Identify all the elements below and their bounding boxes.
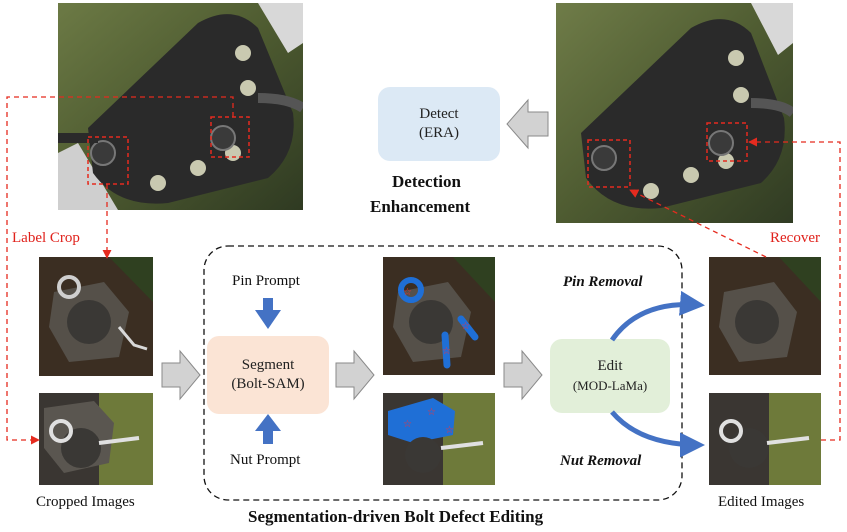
nut-prompt-arrow xyxy=(255,414,281,444)
crop-line-top xyxy=(6,96,234,445)
svg-text:☆: ☆ xyxy=(427,407,436,418)
cropped-image-pin xyxy=(39,257,153,376)
recover-line-bottom xyxy=(629,189,767,258)
gray-arrow-detect xyxy=(506,98,549,150)
svg-text:☆: ☆ xyxy=(403,419,412,430)
detection-title-line1: Detection xyxy=(392,172,461,191)
recover-line-top xyxy=(748,137,841,441)
edited-image-pin-removed xyxy=(709,257,821,375)
segment-box-line1: Segment xyxy=(241,357,295,373)
edited-image-nut-removed xyxy=(709,393,821,485)
svg-text:☆: ☆ xyxy=(442,346,451,357)
cropped-images-label: Cropped Images xyxy=(36,494,135,510)
pin-prompt-arrow xyxy=(255,298,281,329)
svg-text:☆: ☆ xyxy=(461,321,470,332)
detect-box: Detect (ERA) xyxy=(378,87,500,161)
recover-box-left xyxy=(587,139,631,188)
edit-box-line1: Edit xyxy=(597,358,623,374)
recover-label: Recover xyxy=(770,230,820,246)
gray-arrow-crop-to-segment xyxy=(161,349,201,401)
pipeline-frame xyxy=(203,245,683,501)
pin-prompt-label: Pin Prompt xyxy=(232,273,300,289)
svg-text:☆: ☆ xyxy=(445,425,454,436)
label-crop-label: Label Crop xyxy=(12,230,80,246)
pin-removal-label: Pin Removal xyxy=(563,274,643,290)
source-photo xyxy=(58,3,303,210)
gray-arrow-segment-to-mask xyxy=(335,349,375,401)
nut-removal-label: Nut Removal xyxy=(560,453,642,469)
segmented-image-nut: ☆ ☆ ☆ xyxy=(383,393,495,485)
nut-prompt-label: Nut Prompt xyxy=(230,452,301,468)
svg-text:☆: ☆ xyxy=(403,287,412,298)
cropped-image-nut xyxy=(39,393,153,485)
segment-box-line2: (Bolt-SAM) xyxy=(231,376,305,392)
recover-box-right xyxy=(706,122,748,162)
crop-box-right xyxy=(210,116,250,158)
detect-box-line2: (ERA) xyxy=(419,125,459,141)
edit-box-line2: (MOD-LaMa) xyxy=(572,378,648,393)
detect-box-line1: Detect xyxy=(419,106,459,122)
nut-removal-arrow xyxy=(610,410,705,458)
edit-box: Edit (MOD-LaMa) xyxy=(550,339,670,413)
segmented-image-pin: ☆ ☆ ☆ xyxy=(383,257,495,375)
crop-box-left xyxy=(87,136,129,185)
main-title: Segmentation-driven Bolt Defect Editing xyxy=(248,507,544,526)
segment-box: Segment (Bolt-SAM) xyxy=(207,336,329,414)
edited-images-label: Edited Images xyxy=(718,494,805,510)
gray-arrow-mask-to-edit xyxy=(503,349,543,401)
pin-removal-arrow xyxy=(609,290,705,342)
detection-title-line2: Enhancement xyxy=(370,197,471,216)
